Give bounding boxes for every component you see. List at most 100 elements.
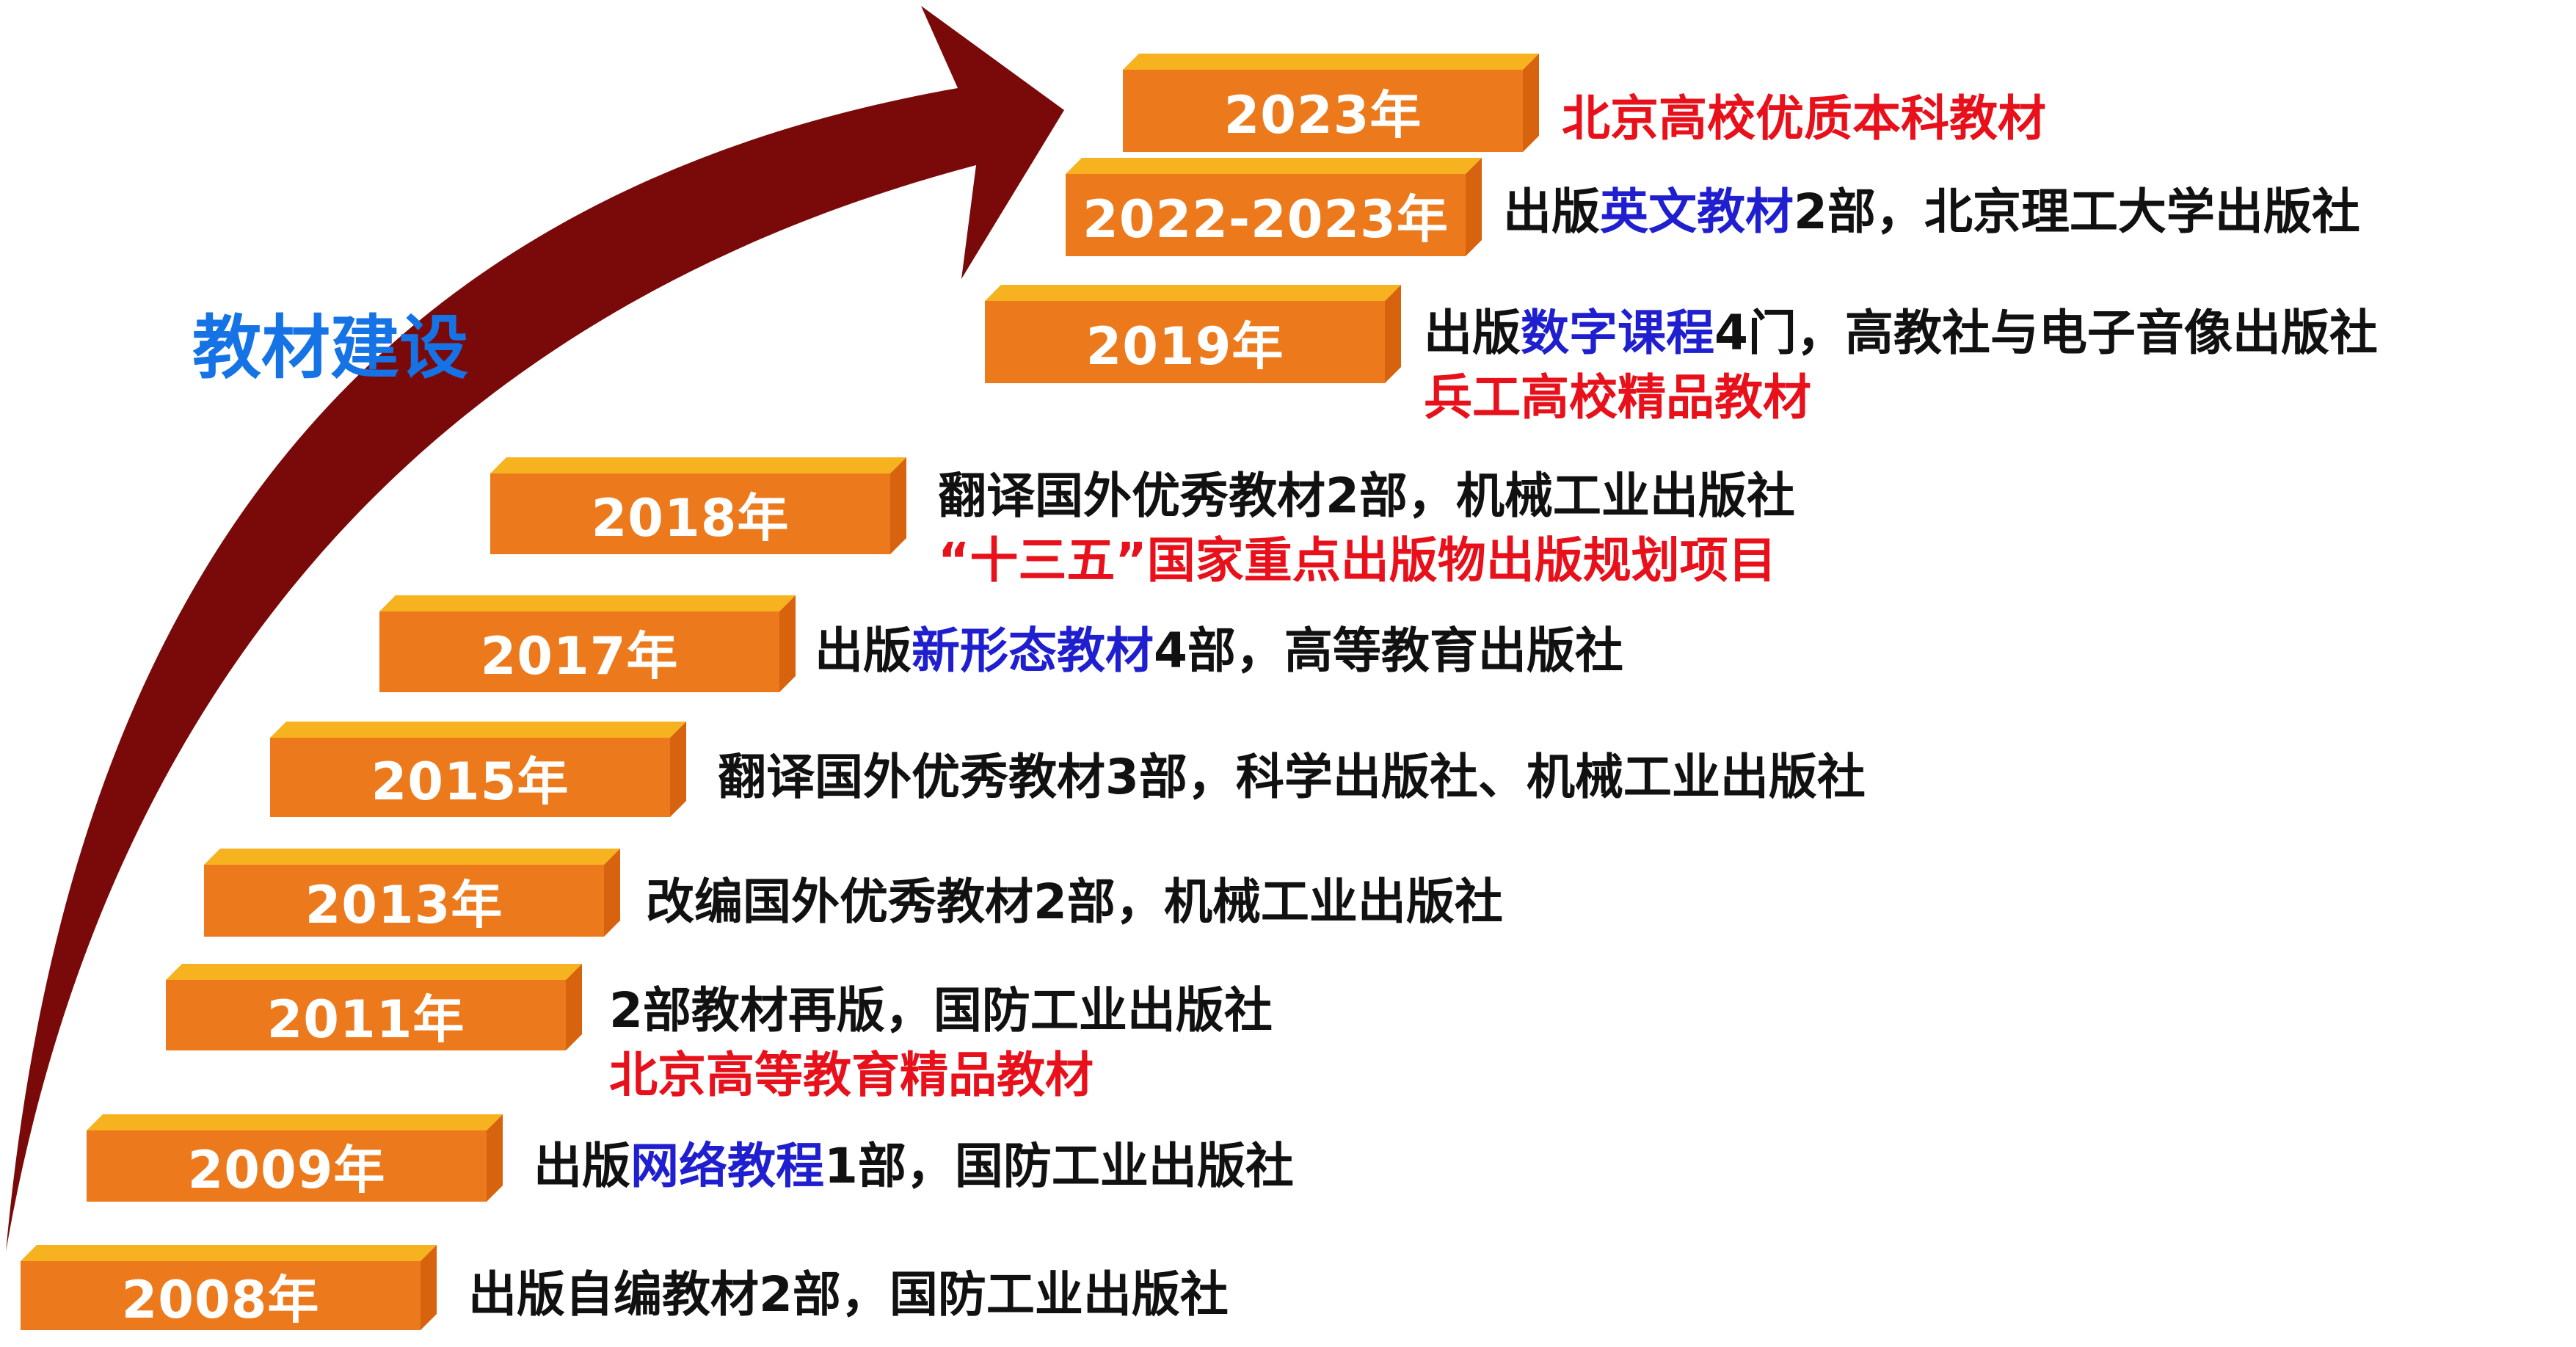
year-box-top [166, 964, 582, 980]
year-label: 2008年 [121, 1269, 320, 1330]
milestone-description: 翻译国外优秀教材3部，科学出版社、机械工业出版社 [718, 745, 1866, 810]
year-label: 2019年 [1085, 316, 1284, 377]
year-box: 2011年 [166, 964, 582, 1050]
description-segment: 出版 [815, 622, 912, 679]
year-box-shape [204, 849, 620, 937]
year-box-front [21, 1261, 421, 1330]
year-label: 2011年 [266, 989, 465, 1050]
description-segment: 出版 [1424, 305, 1521, 361]
year-box: 2017年 [379, 595, 796, 692]
milestone-description: 翻译国外优秀教材2部，机械工业出版社 “十三五”国家重点出版物出版规划项目 [938, 464, 1795, 594]
year-box-shape [87, 1114, 503, 1202]
description-segment: 网络教程 [630, 1138, 824, 1194]
year-box-shape [379, 595, 796, 692]
year-box-top [1066, 158, 1482, 174]
milestone-description: 出版自编教材2部，国防工业出版社 [468, 1263, 1229, 1327]
description-segment: 北京高校优质本科教材 [1562, 90, 2046, 147]
milestone-description: 北京高校优质本科教材 [1562, 87, 2046, 151]
year-box: 2013年 [204, 849, 620, 937]
milestone-description: 2部教材再版，国防工业出版社北京高等教育精品教材 [609, 979, 1273, 1108]
year-box-shape [21, 1245, 437, 1330]
description-segment: 2部教材再版，国防工业出版社 [609, 982, 1273, 1039]
year-box: 2022-2023年 [1066, 158, 1482, 256]
milestone-description: 出版网络教程1部，国防工业出版社 [534, 1134, 1294, 1199]
description-line: 2部教材再版，国防工业出版社 [609, 979, 1273, 1043]
description-segment: 1部，国防工业出版社 [824, 1138, 1294, 1194]
description-line: 翻译国外优秀教材3部，科学出版社、机械工业出版社 [718, 745, 1866, 810]
description-segment: 英文教材 [1600, 184, 1794, 240]
year-box: 2018年 [490, 457, 906, 554]
year-box: 2015年 [270, 722, 686, 817]
description-line: “十三五”国家重点出版物出版规划项目 [938, 529, 1795, 593]
year-box-top [1123, 54, 1539, 70]
description-segment: 新形态教材 [912, 622, 1154, 679]
description-line: 翻译国外优秀教材2部，机械工业出版社 [938, 464, 1795, 529]
year-box-side [670, 722, 686, 817]
description-segment: 翻译国外优秀教材2部，机械工业出版社 [938, 468, 1795, 524]
year-box-shape [1123, 54, 1539, 152]
year-box-side [1385, 285, 1401, 383]
year-label: 2013年 [305, 874, 503, 935]
year-box-front [87, 1130, 487, 1202]
year-box: 2019年 [985, 285, 1401, 383]
description-line: 兵工高校精品教材 [1424, 366, 2378, 430]
description-segment: 4门，高教社与电子音像出版社 [1714, 305, 2378, 361]
year-box-top [379, 595, 796, 611]
description-line: 出版新形态教材4部，高等教育出版社 [815, 619, 1623, 683]
year-box-top [490, 457, 906, 473]
description-segment: 出版 [534, 1138, 630, 1194]
description-line: 出版网络教程1部，国防工业出版社 [534, 1134, 1294, 1199]
description-segment: 北京高等教育精品教材 [609, 1047, 1094, 1104]
year-box-front [1123, 70, 1523, 152]
description-line: 出版自编教材2部，国防工业出版社 [468, 1263, 1229, 1327]
year-box-front [985, 301, 1385, 383]
year-box-top [204, 849, 620, 865]
year-label: 2022-2023年 [1083, 189, 1449, 250]
description-segment: 出版 [1503, 184, 1600, 240]
description-line: 改编国外优秀教材2部，机械工业出版社 [646, 870, 1503, 934]
year-box: 2023年 [1123, 54, 1539, 152]
year-box-front [166, 980, 566, 1050]
year-box-front [379, 611, 779, 692]
year-box-side [1523, 54, 1539, 152]
year-box-shape [270, 722, 686, 817]
year-label: 2023年 [1223, 84, 1422, 145]
year-box-side [1466, 158, 1482, 256]
growth-arrow-body [6, 6, 1064, 1252]
year-box-side [487, 1114, 503, 1202]
year-box-shape [985, 285, 1401, 383]
diagram-title: 教材建设 [192, 308, 469, 388]
description-segment: 数字课程 [1521, 305, 1714, 361]
description-segment: 翻译国外优秀教材3部，科学出版社、机械工业出版社 [718, 749, 1866, 805]
milestone-description: 出版数字课程4门，高教社与电子音像出版社兵工高校精品教材 [1424, 301, 2378, 431]
description-segment: 改编国外优秀教材2部，机械工业出版社 [646, 874, 1503, 930]
year-box-front [204, 865, 604, 937]
milestone-description: 出版英文教材2部，北京理工大学出版社 [1503, 180, 2360, 244]
year-label: 2015年 [371, 751, 570, 812]
year-box-top [985, 285, 1401, 301]
year-box-top [87, 1114, 503, 1130]
description-segment: 兵工高校精品教材 [1424, 369, 1811, 426]
year-box-shape [490, 457, 906, 554]
year-box: 2009年 [87, 1114, 503, 1202]
year-box-top [21, 1245, 437, 1261]
year-box-side [421, 1245, 437, 1330]
description-line: 出版数字课程4门，高教社与电子音像出版社 [1424, 301, 2378, 366]
year-box-top [270, 722, 686, 738]
year-label: 2018年 [591, 487, 790, 548]
description-segment: 2部，北京理工大学出版社 [1794, 184, 2360, 240]
year-box-side [566, 964, 582, 1050]
year-box: 2008年 [21, 1245, 437, 1330]
year-box-front [490, 473, 890, 554]
year-label: 2009年 [187, 1140, 386, 1200]
description-segment: “十三五”国家重点出版物出版规划项目 [938, 532, 1777, 589]
milestone-description: 改编国外优秀教材2部，机械工业出版社 [646, 870, 1503, 934]
year-box-shape [166, 964, 582, 1050]
year-box-side [604, 849, 620, 937]
year-label: 2017年 [480, 625, 679, 686]
year-box-side [890, 457, 906, 554]
year-box-front [270, 738, 670, 817]
year-box-side [779, 595, 796, 692]
